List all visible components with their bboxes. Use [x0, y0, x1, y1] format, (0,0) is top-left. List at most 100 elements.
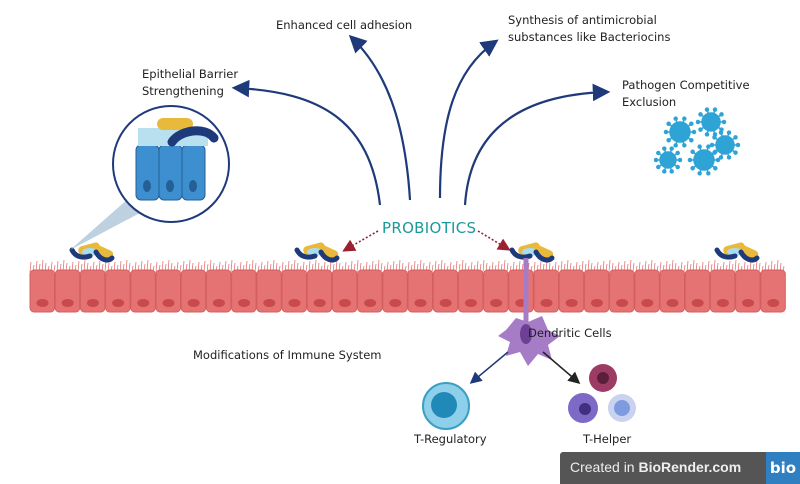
label-immune-modifications: Modifications of Immune System: [193, 348, 382, 362]
epithelial-cell: [407, 269, 433, 313]
cell-nucleus: [212, 299, 225, 307]
cell-nucleus: [86, 299, 99, 307]
label-probiotics: PROBIOTICS: [382, 219, 477, 237]
label-synthesis-2: substances like Bacteriocins: [508, 30, 671, 44]
epithelial-cell: [180, 269, 207, 313]
probiotic-bacteria: [69, 242, 760, 263]
epithelial-cell: [155, 269, 181, 313]
epithelial-cell: [659, 269, 685, 313]
epithelial-cell: [29, 269, 55, 313]
epithelial-cell: [205, 269, 232, 313]
epithelial-cell: [609, 269, 635, 313]
epithelial-cell: [79, 269, 106, 313]
epithelial-cell: [457, 269, 484, 313]
cell-nucleus: [389, 299, 402, 307]
label-synthesis-1: Synthesis of antimicrobial: [508, 13, 657, 27]
label-epithelial-1: Epithelial Barrier: [142, 67, 239, 81]
zoom-callout: [70, 105, 230, 250]
epithelial-cell: [331, 269, 358, 313]
cell-nucleus: [565, 299, 578, 307]
badge-prefix: Created in: [570, 459, 639, 475]
epithelial-cell: [533, 269, 559, 313]
t-helper-cells: [568, 364, 636, 423]
probiotic-cluster: [294, 242, 340, 263]
epithelial-cell: [130, 269, 156, 313]
cell-nucleus: [641, 299, 654, 307]
probiotic-cluster: [714, 242, 760, 263]
cell-nucleus: [616, 299, 629, 307]
epithelial-cell: [735, 269, 761, 313]
epithelial-cell: [634, 269, 660, 313]
epithelial-cell: [709, 269, 736, 313]
probiotic-pointers: [342, 230, 511, 252]
immune-arrows: [469, 351, 581, 384]
epithelial-cell: [54, 269, 81, 313]
badge-text: Created in BioRender.com: [570, 459, 741, 475]
epithelial-cell: [583, 269, 610, 313]
cell-nucleus: [490, 299, 503, 307]
epithelial-cell: [558, 269, 585, 313]
epithelial-cell: [256, 269, 282, 313]
pathogen-virus: [653, 146, 683, 174]
label-epithelial-2: Strengthening: [142, 84, 224, 98]
cell-nucleus: [288, 299, 301, 307]
probiotic-cluster: [69, 242, 115, 263]
cell-nucleus: [464, 299, 477, 307]
label-dendritic-cells: Dendritic Cells: [528, 326, 612, 340]
cell-nucleus: [263, 299, 276, 307]
biorender-logo: bio: [766, 452, 800, 484]
cell-nucleus: [767, 299, 780, 307]
probiotic-cluster: [509, 242, 555, 263]
label-t-regulatory: T-Regulatory: [414, 432, 487, 446]
cell-nucleus: [238, 299, 251, 307]
t-regulatory-cell: [422, 382, 470, 430]
epithelium-layer: [29, 259, 786, 313]
epithelial-cell: [105, 269, 131, 313]
cell-nucleus: [540, 299, 553, 307]
biorender-badge: Created in BioRender.com bio: [560, 452, 800, 484]
cell-nucleus: [691, 299, 704, 307]
cell-nucleus: [36, 299, 49, 307]
cell-nucleus: [716, 299, 729, 307]
cell-nucleus: [162, 299, 175, 307]
cell-nucleus: [439, 299, 452, 307]
label-enhanced-adhesion: Enhanced cell adhesion: [276, 18, 413, 32]
pointer-left: [342, 230, 379, 252]
arrow-pathogen: [463, 83, 611, 206]
epithelial-cell: [231, 269, 257, 313]
cell-nucleus: [364, 299, 377, 307]
epithelial-cell: [684, 269, 711, 313]
cell-nucleus: [414, 299, 427, 307]
epithelial-cell: [306, 269, 333, 313]
epithelial-cell: [483, 269, 509, 313]
cell-nucleus: [112, 299, 125, 307]
cell-nucleus: [590, 299, 603, 307]
cell-nucleus: [61, 299, 74, 307]
cell-nucleus: [137, 299, 150, 307]
pathogen-virus: [709, 130, 741, 160]
arrow-adhesion: [348, 34, 412, 201]
arrow-epithelial: [231, 79, 382, 206]
pathogen-cluster: [653, 107, 741, 176]
epithelial-cell: [760, 269, 786, 313]
epithelial-cell: [382, 269, 408, 313]
pathogen-virus: [663, 116, 697, 148]
label-pathogen-2: Exclusion: [622, 95, 677, 109]
cell-nucleus: [313, 299, 326, 307]
badge-brand: BioRender.com: [638, 459, 742, 475]
cell-nucleus: [187, 299, 200, 307]
epithelial-cell: [357, 269, 383, 313]
microvilli: [29, 259, 785, 273]
arrow-to-t-regulatory: [469, 351, 509, 384]
arrow-synthesis: [438, 39, 499, 199]
pathogen-virus: [687, 144, 721, 176]
cell-nucleus: [338, 299, 351, 307]
cell-nucleus: [742, 299, 755, 307]
pathogen-virus: [695, 107, 727, 137]
epithelial-cell: [281, 269, 307, 313]
epithelial-cell: [432, 269, 459, 313]
label-pathogen-1: Pathogen Competitive: [622, 78, 750, 92]
arrow-to-t-helper: [542, 351, 581, 384]
